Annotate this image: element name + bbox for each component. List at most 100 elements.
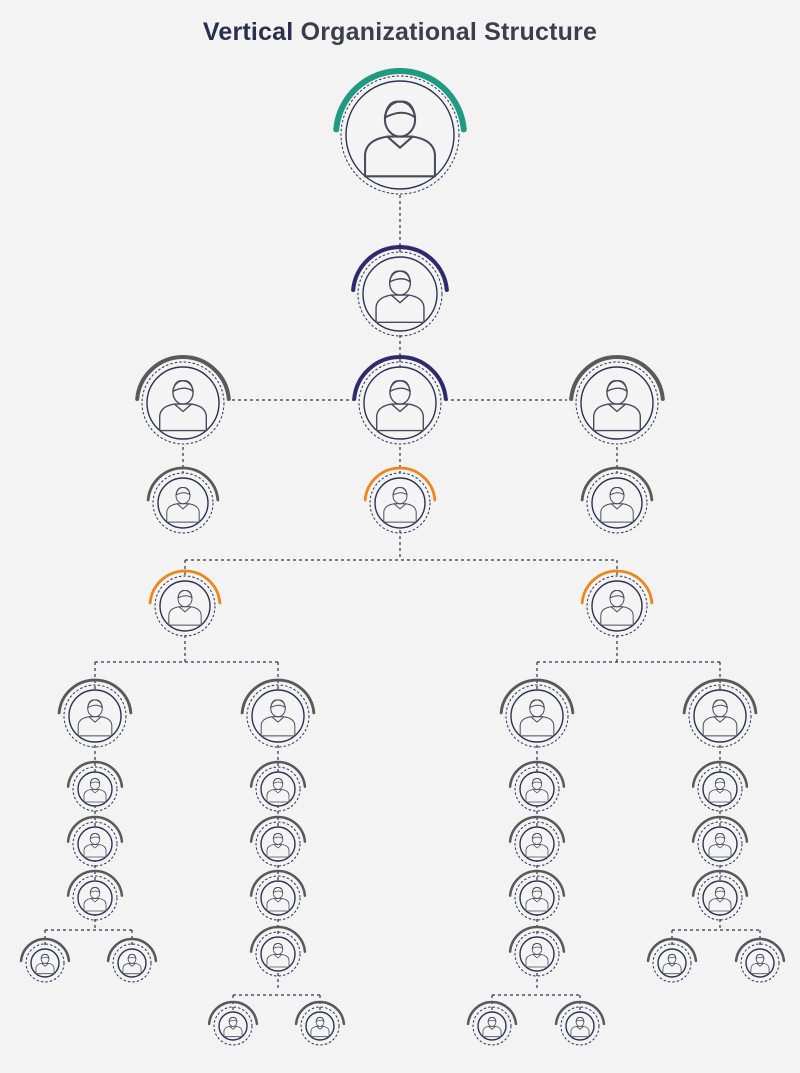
dashed-ring [246,684,310,748]
dashed-ring [369,472,431,534]
accent-arc [135,355,231,401]
person-node [351,245,449,337]
dashed-ring [63,684,127,748]
person-node [57,678,133,748]
node-circle [77,826,113,862]
dashed-ring [141,361,225,445]
dashed-ring [357,251,443,337]
accent-arc [249,760,307,788]
dashed-ring [72,875,118,921]
person-node [249,760,307,812]
person-icon [77,699,113,737]
node-circle [702,826,738,862]
person-node [466,1000,518,1046]
person-icon [266,833,290,858]
node-circle [260,771,296,807]
person-icon [702,699,738,737]
person-node [333,68,467,195]
node-circle [260,880,296,916]
person-node [508,925,566,977]
dashed-ring [340,75,460,195]
person-icon [364,100,436,178]
person-icon [600,487,634,523]
person-icon [83,887,107,912]
accent-arc [106,937,158,963]
person-node [66,869,124,921]
node-circle [345,80,455,190]
node-circle [519,826,555,862]
node-circle [519,771,555,807]
accent-arc [249,925,307,953]
accent-arc [646,937,698,963]
node-circle [702,771,738,807]
person-icon [482,1016,502,1038]
person-node [691,815,749,867]
person-icon [525,887,549,912]
person-nodes [19,68,786,1046]
accent-arc [19,937,71,963]
accent-arc [682,678,758,715]
dashed-ring [300,1006,340,1046]
accent-arc [508,760,566,788]
dashed-ring [740,943,780,983]
node-circle [157,477,209,529]
person-icon [168,590,202,626]
node-circle [260,826,296,862]
person-node [734,937,786,983]
dashed-ring [25,943,65,983]
dashed-ring [697,766,743,812]
dashed-ring [514,766,560,812]
node-circle [30,948,60,978]
node-circle [68,689,122,743]
person-node [249,925,307,977]
accent-arc [691,869,749,897]
accent-arc [554,1000,606,1026]
person-node [148,569,222,637]
person-node [294,1000,346,1046]
person-icon [266,887,290,912]
node-circle [260,936,296,972]
person-node [106,937,158,983]
person-node [508,815,566,867]
accent-arc [691,760,749,788]
person-node [135,355,231,445]
person-node [554,1000,606,1046]
person-icon [375,270,425,324]
person-node [499,678,575,748]
node-circle [702,880,738,916]
dashed-ring [514,821,560,867]
person-icon [159,380,207,432]
person-icon [519,699,555,737]
person-node [19,937,71,983]
node-circle [251,689,305,743]
node-circle [374,477,426,529]
person-icon [570,1016,590,1038]
dashed-ring [255,766,301,812]
node-circle [218,1011,248,1041]
node-circle [77,880,113,916]
node-circle [146,366,220,440]
accent-arc [249,815,307,843]
accent-arc [569,355,665,401]
accent-arc [363,466,437,502]
accent-arc [351,245,449,292]
accent-arc [333,68,467,133]
person-node [646,937,698,983]
node-circle [519,880,555,916]
dashed-ring [72,766,118,812]
accent-arc [352,355,448,401]
accent-arc [508,869,566,897]
page-title: Vertical Organizational Structure [0,18,800,47]
accent-arc [580,466,654,502]
person-node [240,678,316,748]
node-circle [510,689,564,743]
dashed-ring [154,575,216,637]
node-circle [305,1011,335,1041]
person-node [691,869,749,921]
dashed-ring [652,943,692,983]
node-circle [591,477,643,529]
person-node [508,760,566,812]
person-icon [662,953,682,975]
accent-arc [734,937,786,963]
